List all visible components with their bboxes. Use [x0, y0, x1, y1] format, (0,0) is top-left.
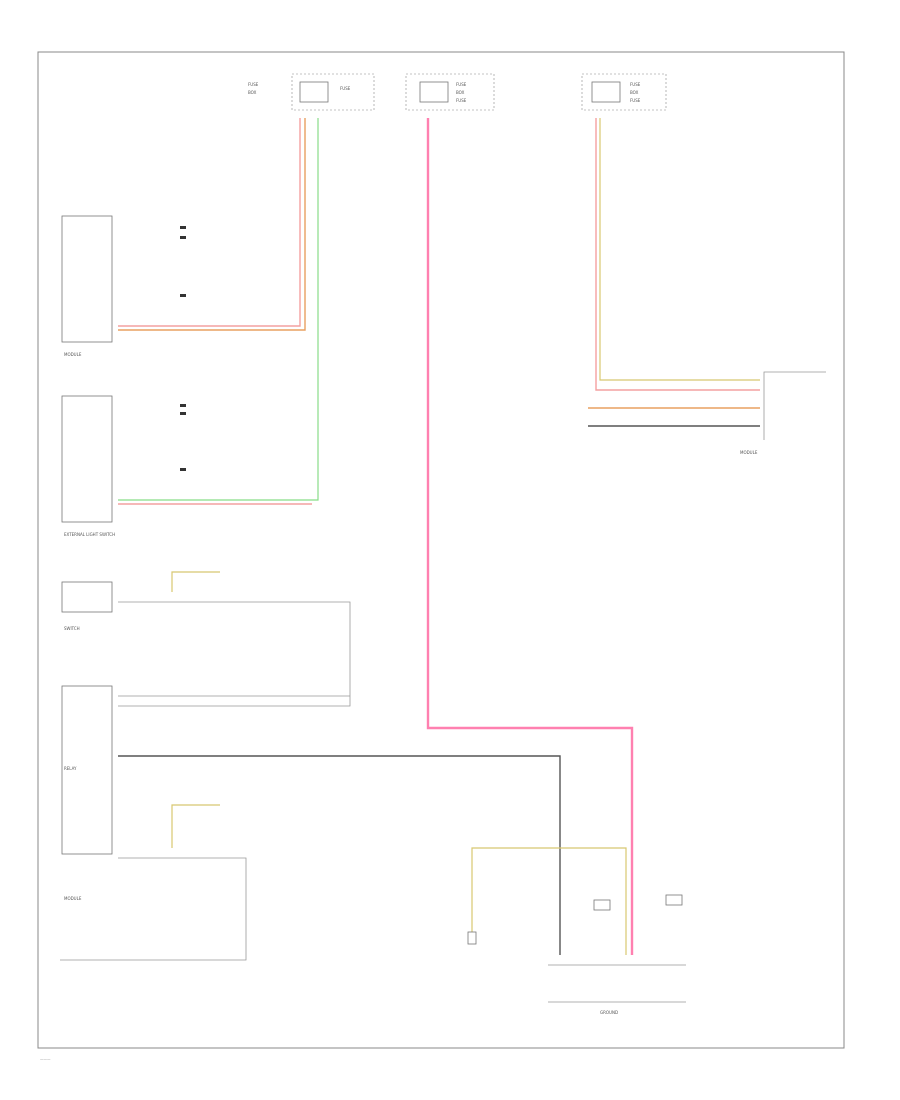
- fuse-block-right: FUSE BOX FUSE: [581, 73, 667, 111]
- module-middle: EXTERNAL LIGHT SWITCH: [61, 395, 115, 537]
- wire-pink: [426, 118, 634, 955]
- wire-orange: [118, 118, 306, 331]
- fuse-left-label-1: FUSE: [248, 82, 259, 87]
- fuse-center-label-1: FUSE: [456, 82, 467, 87]
- ground-block: GROUND: [467, 894, 686, 1015]
- wire-yellow-small-2: [171, 804, 220, 848]
- fuse-block-left: FUSE BOX FUSE: [248, 73, 375, 111]
- module-lower-label: MODULE: [64, 896, 82, 901]
- fuse-right-label-1: FUSE: [630, 82, 641, 87]
- wire-yellow-right: [599, 118, 760, 381]
- wire-green: [118, 118, 319, 501]
- fuse-block-center: FUSE BOX FUSE: [405, 73, 495, 111]
- module-middle-label: EXTERNAL LIGHT SWITCH: [64, 532, 115, 537]
- wire-gray-lower-module: [60, 857, 247, 961]
- module-switch-label: SWITCH: [64, 626, 80, 631]
- fuse-center-label-3: FUSE: [456, 98, 467, 103]
- module-top-label: MODULE: [64, 352, 82, 357]
- module-lower: MODULE: [64, 896, 82, 901]
- diagram-border: [37, 51, 845, 1049]
- fuse-right-label-2: BOX: [630, 90, 639, 95]
- wire-yellow-ground: [471, 847, 627, 955]
- fuse-right-label-3: FUSE: [630, 98, 641, 103]
- wire-yellow-small-1: [171, 571, 220, 592]
- module-top: MODULE: [61, 215, 113, 357]
- fuse-center-label-2: BOX: [456, 90, 465, 95]
- wire-gray-switch: [118, 601, 351, 707]
- connector-stubs: [180, 226, 186, 471]
- module-switch: SWITCH: [61, 581, 113, 631]
- wire-black-ground: [118, 755, 561, 955]
- wire-red-top-module: [118, 118, 301, 327]
- module-relay: RELAY: [61, 685, 113, 855]
- wire-red-right: [595, 118, 760, 391]
- module-right: MODULE: [740, 371, 826, 455]
- module-right-label: MODULE: [740, 450, 758, 455]
- module-relay-label: RELAY: [64, 766, 77, 771]
- fuse-left-label-2: BOX: [248, 90, 257, 95]
- ground-block-label: GROUND: [600, 1010, 618, 1015]
- fuse-left-label-3: FUSE: [340, 86, 351, 91]
- page-mark: ———: [40, 1057, 51, 1061]
